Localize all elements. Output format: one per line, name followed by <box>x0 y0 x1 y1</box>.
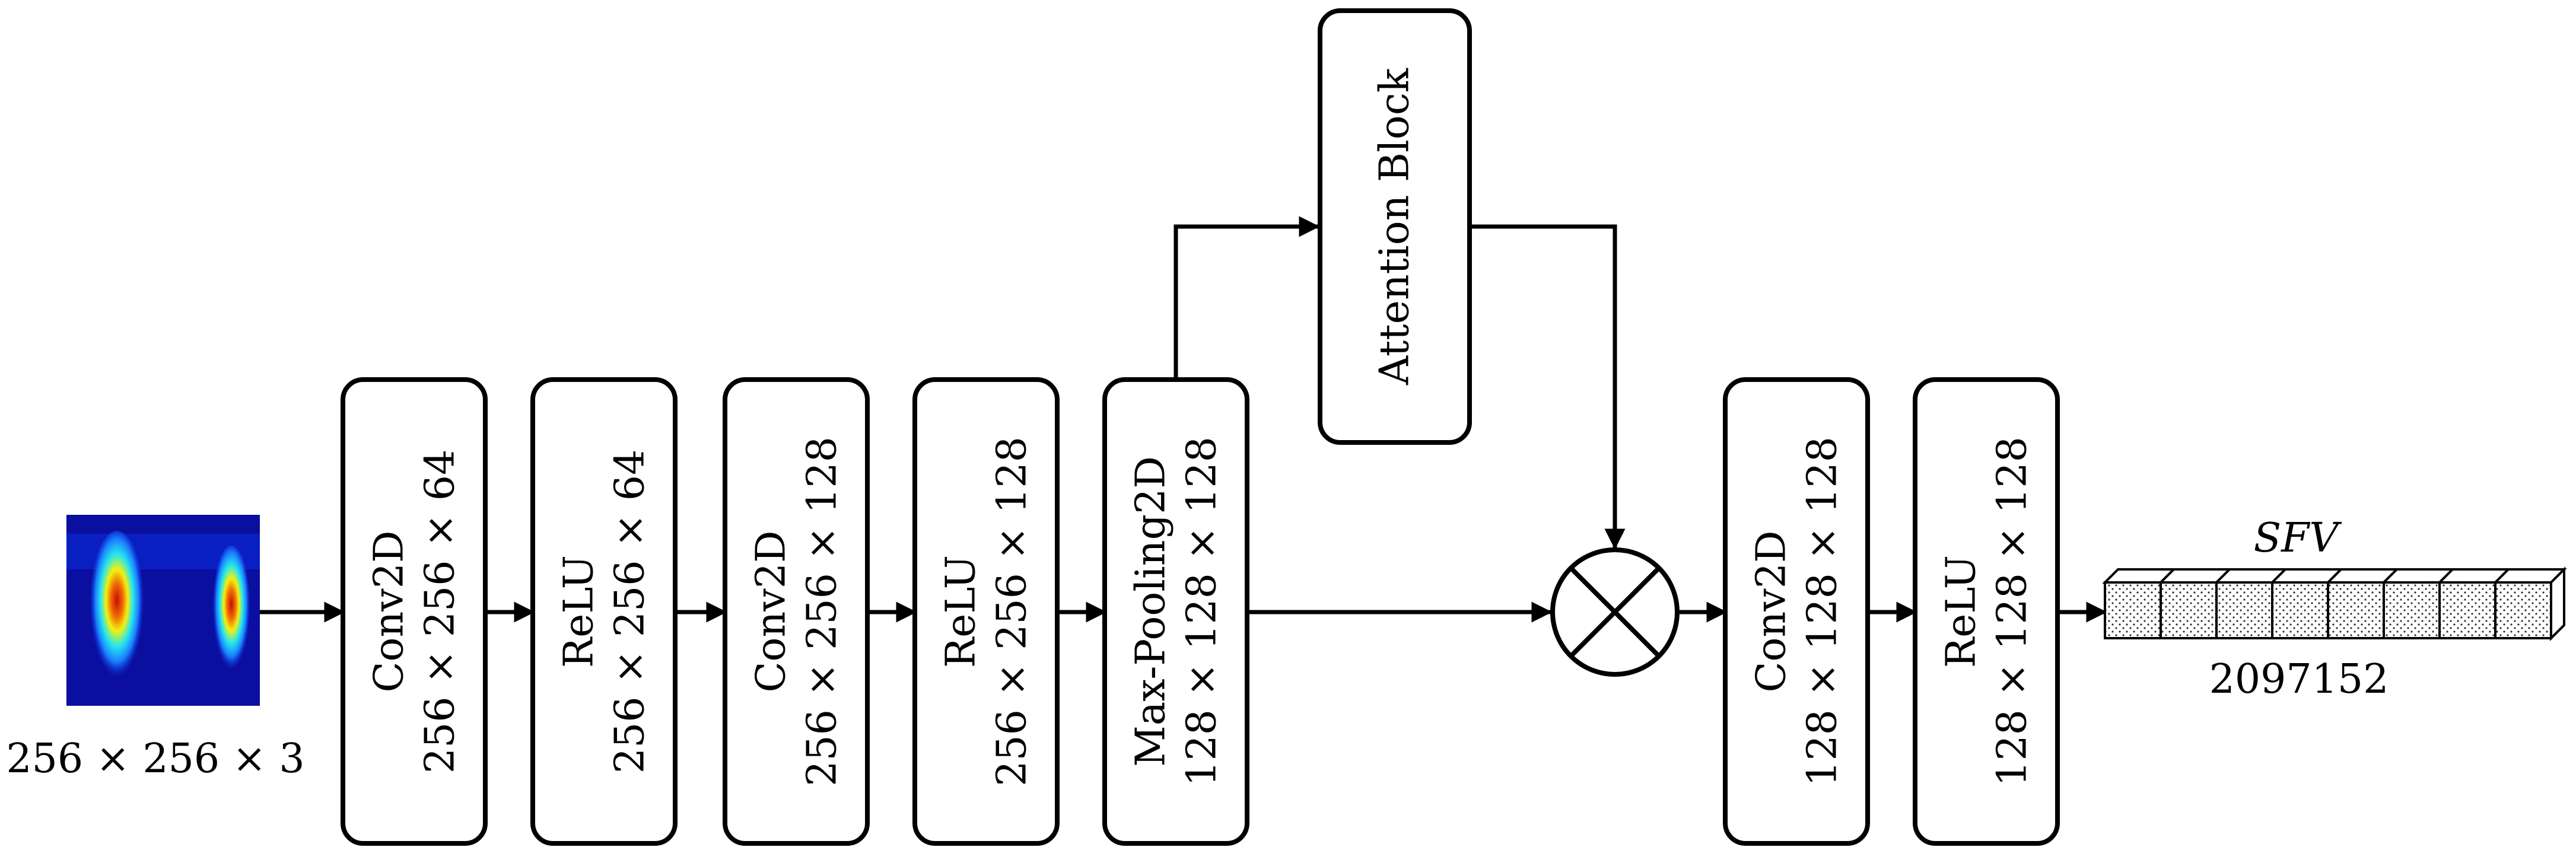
block-conv2d-1-title: Conv2D <box>366 531 413 693</box>
sfv-cube <box>2102 568 2177 639</box>
block-maxpool-shape: 128 × 128 × 128 <box>1179 437 1226 786</box>
connectors <box>260 216 2107 623</box>
sfv-title: SFV <box>2254 515 2342 562</box>
block-conv2d-3-shape: 128 × 128 × 128 <box>1799 437 1846 786</box>
multiply-node <box>1550 547 1680 677</box>
sfv-size-label: 2097152 <box>2209 656 2389 703</box>
sfv-cube <box>2492 566 2567 641</box>
sfv-cube <box>2158 568 2232 639</box>
block-relu-2-shape: 256 × 256 × 128 <box>989 437 1036 786</box>
input-image <box>66 515 260 706</box>
block-relu-1-title: ReLU <box>556 555 603 668</box>
block-relu-3-shape: 128 × 128 × 128 <box>1989 437 2036 786</box>
block-conv2d-2-shape: 256 × 256 × 128 <box>799 437 846 786</box>
attention-block-label: Attention Block <box>1372 68 1419 386</box>
arrow-attention-multiply <box>1470 224 1626 550</box>
block-maxpool-title: Max-Pooling2D <box>1128 456 1175 767</box>
sfv-cube <box>2325 568 2400 639</box>
sfv-cube <box>2437 568 2511 639</box>
block-conv2d-2-title: Conv2D <box>748 531 795 693</box>
block-conv2d-1-shape: 256 × 256 × 64 <box>417 450 464 774</box>
sfv-cube <box>2214 568 2288 639</box>
block-relu-2-title: ReLU <box>938 555 985 668</box>
block-conv2d-3-title: Conv2D <box>1748 531 1795 693</box>
sfv-vector <box>2102 566 2567 641</box>
sfv-cube <box>2381 568 2456 639</box>
arrow-maxpool-attention <box>1173 216 1320 380</box>
input-shape-label: 256 × 256 × 3 <box>6 735 304 782</box>
block-relu-3-title: ReLU <box>1938 555 1985 668</box>
block-relu-1-shape: 256 × 256 × 64 <box>607 450 654 774</box>
attention-block: Attention Block <box>1318 8 1472 445</box>
